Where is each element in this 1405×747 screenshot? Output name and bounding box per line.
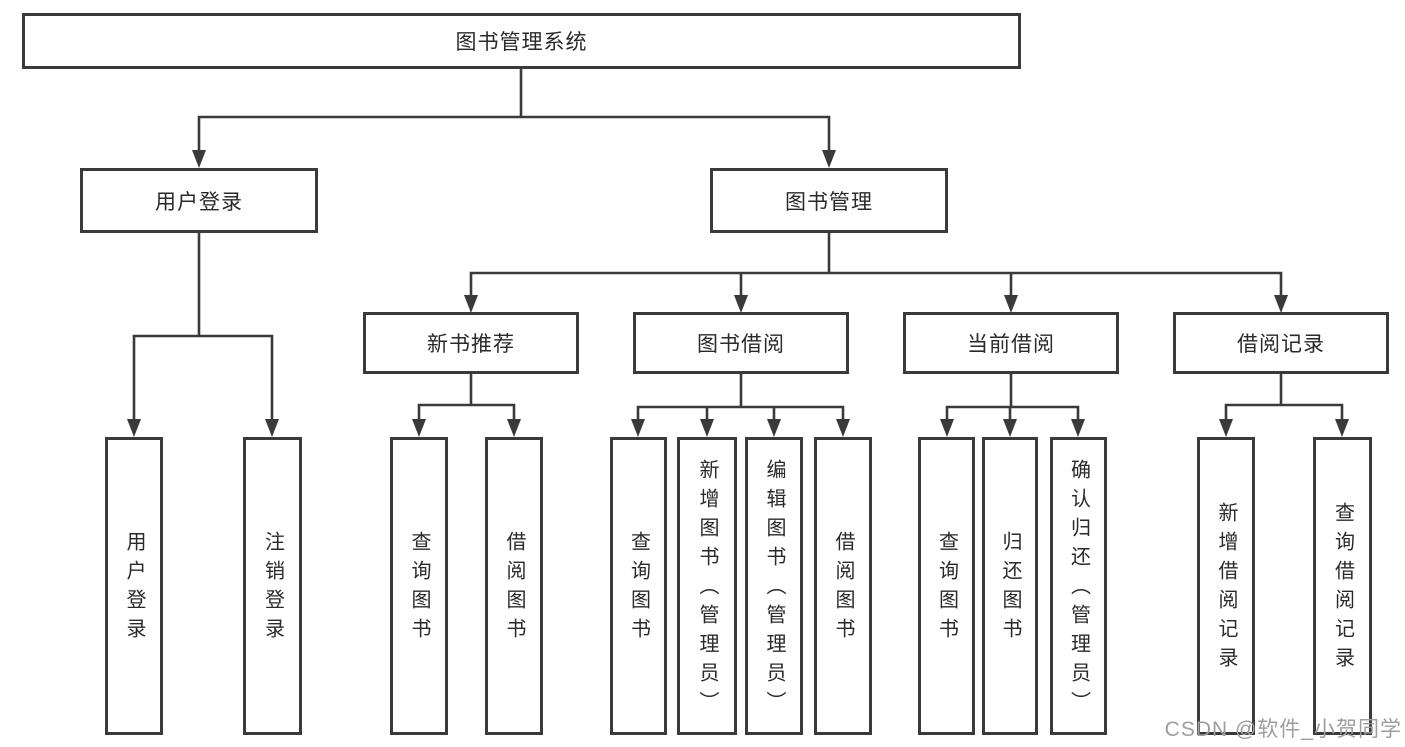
- node-current-borrow: 当前借阅: [903, 312, 1119, 374]
- leaf-query-borrow-record: 查询借阅记录: [1313, 437, 1372, 735]
- leaf-query-book-current: 查询图书: [918, 437, 975, 735]
- leaf-return-book: 归还图书: [982, 437, 1038, 735]
- leaf-borrow-book-recommend: 借阅图书: [485, 437, 543, 735]
- leaf-add-book-admin: 新增图书（管理员）: [677, 437, 737, 735]
- leaf-confirm-return-admin: 确认归还（管理员）: [1050, 437, 1107, 735]
- leaf-user-login: 用户登录: [105, 437, 163, 735]
- node-borrow-record: 借阅记录: [1173, 312, 1389, 374]
- leaf-edit-book-admin: 编辑图书（管理员）: [745, 437, 803, 735]
- node-user-login: 用户登录: [80, 168, 318, 233]
- node-library-management-system: 图书管理系统: [22, 13, 1021, 69]
- node-new-book-recommend: 新书推荐: [363, 312, 579, 374]
- arrowheads: [127, 150, 1349, 437]
- node-book-borrow: 图书借阅: [633, 312, 849, 374]
- leaf-query-book-borrow: 查询图书: [610, 437, 667, 735]
- leaf-borrow-book: 借阅图书: [814, 437, 872, 735]
- leaf-query-book-recommend: 查询图书: [390, 437, 448, 735]
- leaf-logout: 注销登录: [243, 437, 302, 735]
- csdn-watermark: CSDN @软件_小贺同学: [1164, 718, 1402, 741]
- node-book-management: 图书管理: [710, 168, 948, 233]
- leaf-add-borrow-record: 新增借阅记录: [1197, 437, 1255, 735]
